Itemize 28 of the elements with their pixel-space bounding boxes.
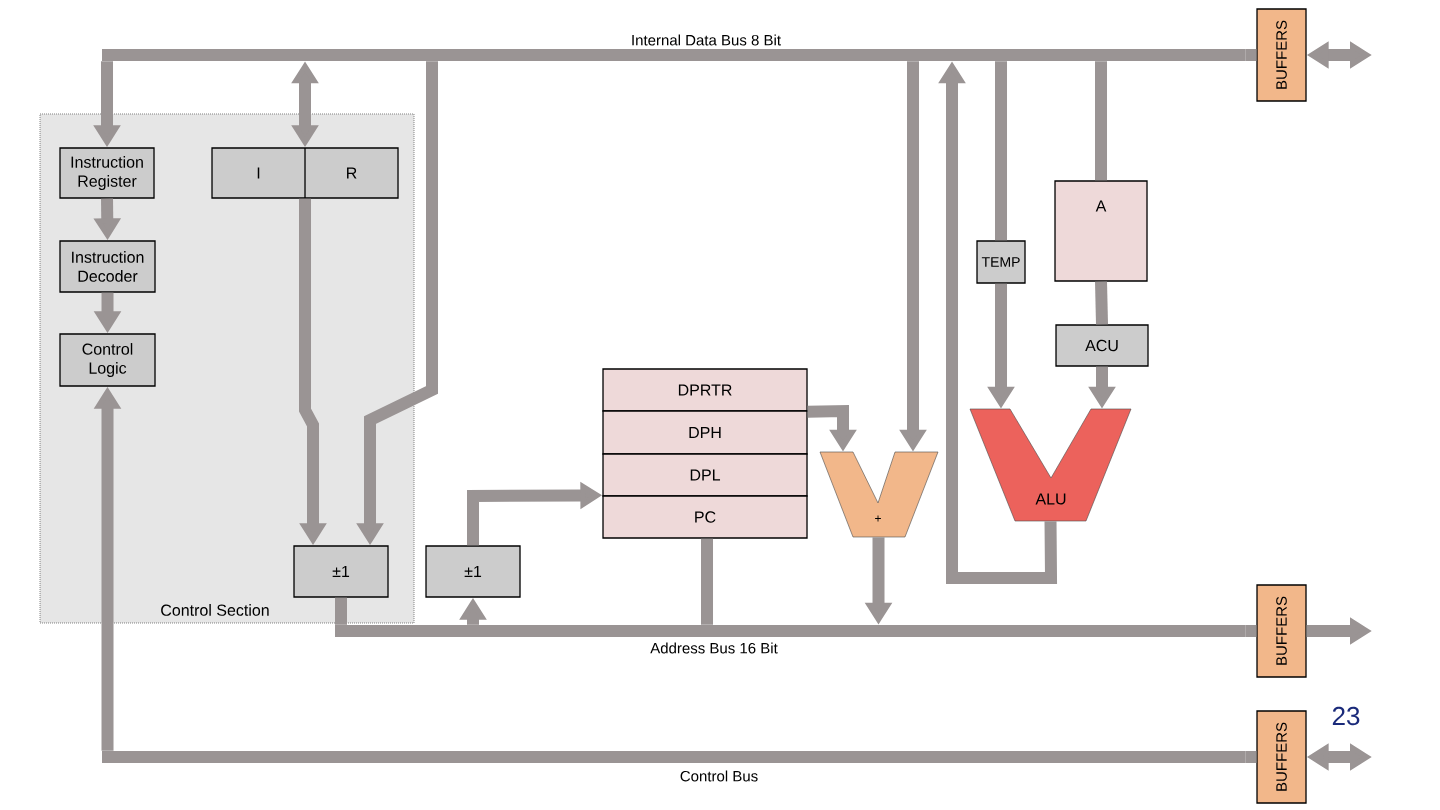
bus-line: Address Bus 16 Bit <box>335 625 1245 654</box>
logic-box: Control Logic <box>59 333 156 387</box>
register-box: DPRTR <box>602 368 808 412</box>
register-box: TEMP <box>976 240 1026 284</box>
connector-line <box>1245 49 1257 61</box>
buffer-box: BUFFERS <box>1256 8 1307 102</box>
accumulator-box: A <box>1054 180 1148 282</box>
page-number: 23 <box>1332 706 1360 726</box>
register-box: I R <box>211 147 399 199</box>
connector-line <box>1095 281 1108 325</box>
connector-line <box>1095 61 1107 181</box>
buffer-box: BUFFERS <box>1256 584 1307 678</box>
incrementer-box: ±1 <box>425 545 521 598</box>
bus-line: Control Bus <box>102 751 1245 782</box>
connector-line <box>1245 625 1257 637</box>
connector-line <box>701 538 713 625</box>
register-box: DPL <box>602 453 808 497</box>
register-box: PC <box>602 495 808 539</box>
connector-line <box>335 597 347 625</box>
decoder-box: Instruction Decoder <box>59 240 156 293</box>
register-box: Instruction Register <box>59 147 155 199</box>
incrementer-box: ±1 <box>293 545 389 598</box>
buffer-box: BUFFERS <box>1256 710 1307 804</box>
connector-line <box>995 61 1007 241</box>
connector-line <box>1245 751 1257 763</box>
register-box: DPH <box>602 410 808 455</box>
register-box: ACU <box>1055 324 1149 367</box>
bus-line: Internal Data Bus 8 Bit <box>102 34 1245 61</box>
